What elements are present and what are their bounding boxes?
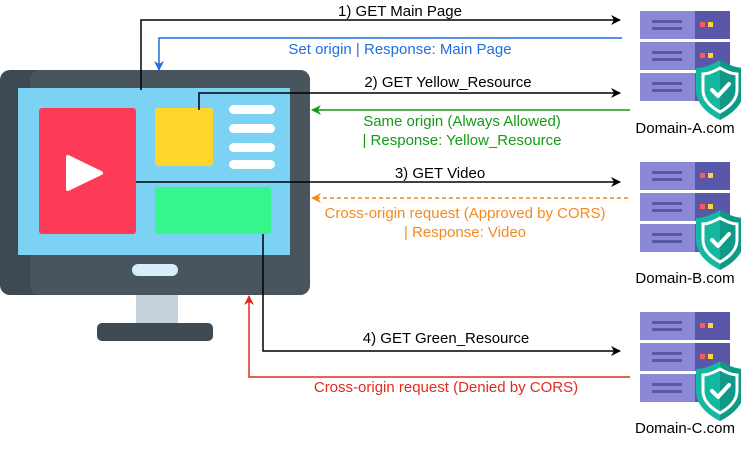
domain-b-label: Domain-B.com xyxy=(635,270,734,287)
shield-check-icon xyxy=(694,359,741,423)
shield-check-icon xyxy=(694,208,741,272)
response-green-resource-label: Cross-origin request (Denied by CORS) xyxy=(314,379,578,396)
domain-c-label: Domain-C.com xyxy=(635,420,735,437)
yellow-resource-tile xyxy=(155,108,213,166)
text-lines-icon xyxy=(229,105,275,169)
response-green-resource-arrow xyxy=(244,295,630,378)
request-yellow-resource-label: 2) GET Yellow_Resource xyxy=(364,74,531,91)
request-yellow-resource-arrow xyxy=(198,88,621,110)
server-icon xyxy=(640,162,741,272)
response-yellow-resource-label-2: | Response: Yellow_Resource xyxy=(362,132,561,149)
request-green-resource-label: 4) GET Green_Resource xyxy=(363,330,529,347)
green-resource-tile xyxy=(155,187,271,234)
response-yellow-resource-label-1: Same origin (Always Allowed) xyxy=(363,113,561,130)
response-main-page-arrow xyxy=(154,37,622,71)
request-main-page-label: 1) GET Main Page xyxy=(338,3,462,20)
response-main-page-label: Set origin | Response: Main Page xyxy=(288,41,511,58)
play-icon xyxy=(66,155,103,191)
server-icon xyxy=(640,11,741,122)
domain-a-label: Domain-A.com xyxy=(635,120,734,137)
response-video-label-1: Cross-origin request (Approved by CORS) xyxy=(325,205,606,222)
shield-check-icon xyxy=(694,58,741,122)
server-icon xyxy=(640,312,741,423)
request-green-resource-arrow xyxy=(262,234,621,356)
response-video-label-2: | Response: Video xyxy=(404,224,526,241)
request-main-page-arrow xyxy=(140,15,621,90)
request-video-label: 3) GET Video xyxy=(395,165,485,182)
video-tile xyxy=(39,108,136,234)
